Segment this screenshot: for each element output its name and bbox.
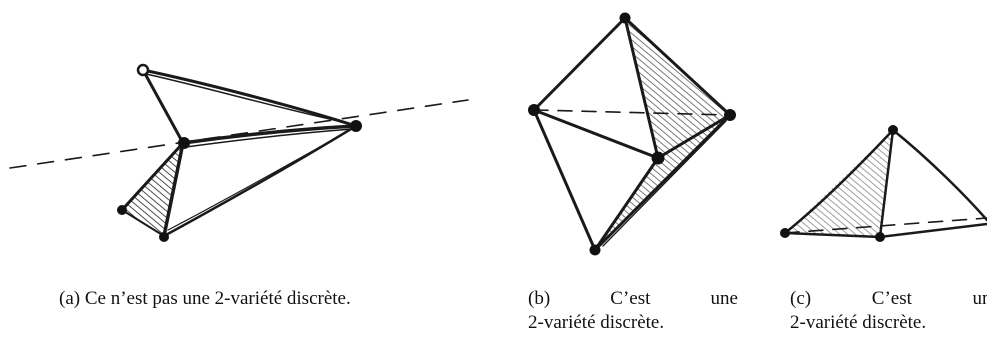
figure-a-sketch xyxy=(10,65,468,242)
figure-c-sketch xyxy=(780,125,987,242)
dashed-axis-a xyxy=(10,100,468,168)
vertex-c-left xyxy=(780,228,790,238)
vertex-a-center xyxy=(178,137,190,149)
edge-b-1 xyxy=(534,18,625,110)
edge-b-7 xyxy=(595,158,658,250)
vertex-b-right xyxy=(724,109,736,121)
vertex-a-right xyxy=(350,120,362,132)
caption-b-word1: C’est xyxy=(610,287,650,311)
vertex-b-left xyxy=(528,104,540,116)
caption-c-label: (c) xyxy=(790,287,811,311)
vertex-a-left xyxy=(117,205,127,215)
caption-c-word1: C’est xyxy=(872,287,912,311)
caption-a-label: (a) xyxy=(59,288,80,309)
caption-b: (b) C’est une 2-variété discrète. xyxy=(528,287,738,335)
caption-b-word2: une xyxy=(711,287,738,311)
vertex-c-top xyxy=(888,125,898,135)
vertex-a-top xyxy=(138,65,148,75)
vertex-c-bottom xyxy=(875,232,885,242)
caption-c: (c) C’est une 2-variété discrète. xyxy=(790,287,987,335)
caption-b-label: (b) xyxy=(528,287,550,311)
edge-c-3 xyxy=(893,130,987,220)
vertex-b-top xyxy=(620,13,631,24)
caption-c-line2: 2-variété discrète. xyxy=(790,311,987,335)
caption-c-word2: une xyxy=(973,287,987,311)
edge-a-1b xyxy=(146,74,352,124)
caption-a-text: Ce n’est pas une 2-variété discrète. xyxy=(85,288,351,309)
vertex-b-front xyxy=(652,152,665,165)
vertex-b-bottom xyxy=(590,245,601,256)
figure-b-sketch xyxy=(528,13,736,256)
caption-a: (a) Ce n’est pas une 2-variété discrète. xyxy=(59,287,499,311)
vertex-a-bottom xyxy=(159,232,169,242)
caption-b-line2: 2-variété discrète. xyxy=(528,311,738,335)
edge-c-5 xyxy=(880,224,987,237)
